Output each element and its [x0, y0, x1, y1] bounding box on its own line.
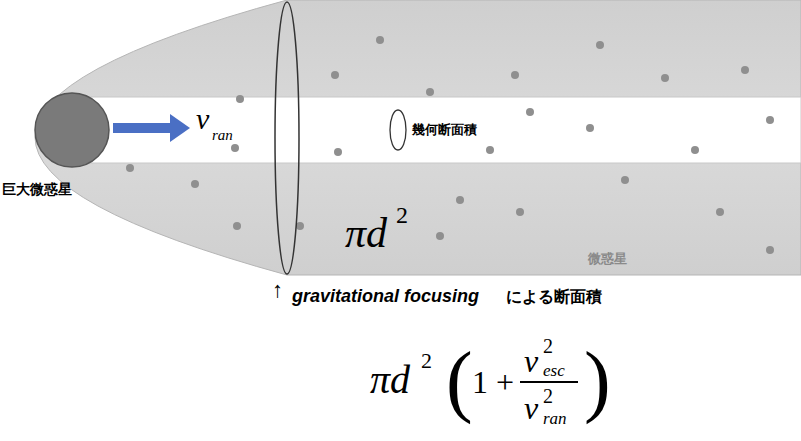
velocity-arrow	[113, 114, 190, 142]
formula-paren: )	[584, 340, 611, 420]
formula-exponent: 2	[421, 350, 432, 372]
focusing-label-suffix: による断面積	[506, 289, 602, 305]
formula-area: πd	[370, 360, 410, 400]
formula-term: 1 +	[472, 366, 514, 398]
formula-symbol: v	[524, 345, 538, 377]
planetesimal-dots	[126, 36, 774, 254]
velocity-subscript: ran	[212, 128, 233, 143]
area-exponent: 2	[396, 203, 408, 227]
formula-subscript: ran	[543, 410, 567, 427]
formula-symbol: v	[524, 392, 538, 424]
formula-paren: (	[446, 340, 473, 420]
formula-subscript: esc	[543, 362, 565, 379]
planetesimal-label: 微惑星	[588, 252, 627, 265]
pointer-arrow: ↑	[272, 279, 283, 301]
section-label: 幾何断面積	[412, 123, 477, 136]
formula-exponent: 2	[543, 386, 553, 406]
focusing-label: gravitational focusing	[292, 287, 479, 305]
giant-planetesimal	[35, 93, 109, 167]
geometric-band	[72, 97, 801, 163]
focusing-cross-section	[275, 2, 299, 274]
area-symbol: πd	[345, 212, 387, 254]
object-label: 巨大微惑星	[2, 182, 72, 196]
geometric-cross-section	[390, 110, 406, 150]
velocity-symbol: v	[196, 104, 209, 134]
formula-exponent: 2	[543, 336, 553, 356]
fraction-bar	[520, 381, 578, 383]
focusing-region	[35, 0, 801, 275]
